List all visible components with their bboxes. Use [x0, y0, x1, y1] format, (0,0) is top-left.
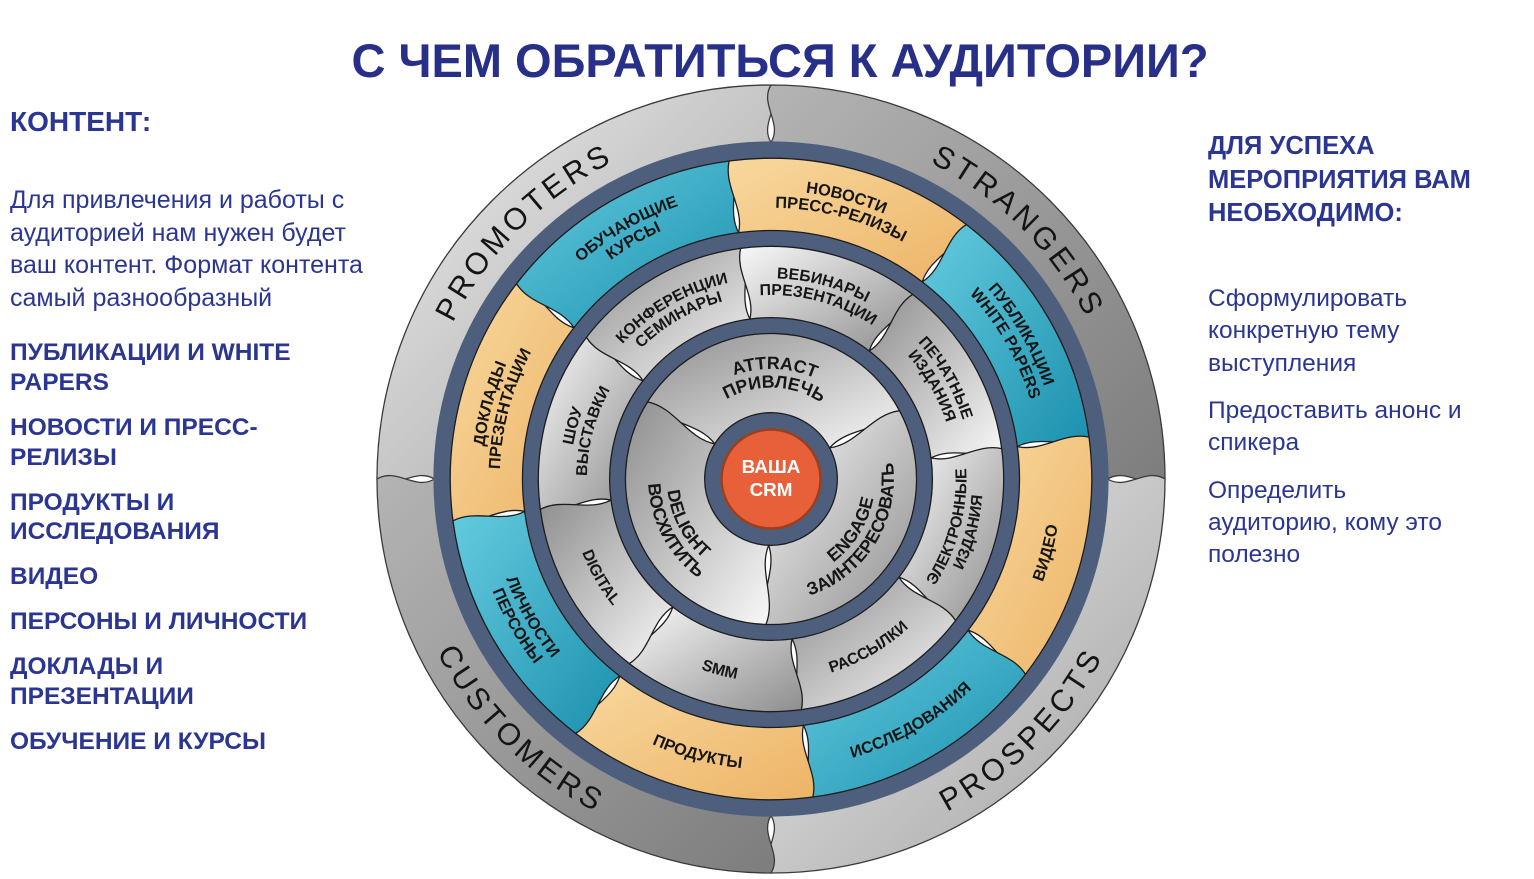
segment-engage — [762, 409, 918, 626]
segment-delight — [624, 401, 770, 626]
segment-smm — [628, 605, 804, 713]
content-type-item: ДОКЛАДЫ И ПРЕЗЕНТАЦИИ — [10, 653, 194, 710]
crm-center-disc — [720, 428, 822, 530]
segment-electronic-editions — [897, 446, 1005, 622]
content-type-item: НОВОСТИ И ПРЕСС-РЕЛИЗЫ — [10, 413, 258, 471]
success-requirement-item: Предоставить анонс и спикера — [1208, 396, 1462, 457]
content-type-item: ПУБЛИКАЦИИ И WHITE PAPERS — [10, 339, 291, 396]
success-heading: ДЛЯ УСПЕХА МЕРОПРИЯТИЯ ВАМ НЕОБХОДИМО: — [1208, 132, 1471, 228]
segment-personalities-personas — [452, 510, 621, 735]
ring-divider — [703, 411, 839, 547]
page-title: С ЧЕМ ОБРАТИТЬСЯ К АУДИТОРИИ? — [351, 34, 1209, 88]
content-type-item: ПРОДУКТЫ И ИССЛЕДОВАНИЯ — [10, 488, 220, 546]
success-requirement-item: Сформулировать конкретную тему выступлен… — [1208, 284, 1407, 377]
ring-divider — [608, 316, 934, 642]
segment-attract — [646, 332, 901, 449]
content-heading: КОНТЕНТ: — [10, 106, 152, 137]
segment-digital — [539, 499, 674, 665]
success-requirement-item: Определить аудиторию, кому это полезно — [1208, 476, 1442, 569]
content-intro: Для привлечения и работы с аудиторией на… — [10, 186, 363, 312]
segment-conferences-seminars — [585, 247, 751, 382]
segment-webinars-presentations — [738, 245, 914, 353]
ring-divider — [433, 141, 1109, 817]
success-panel: ДЛЯ УСПЕХА МЕРОПРИЯТИЯ ВАМ НЕОБХОДИМО: С… — [1208, 130, 1532, 587]
content-type-item: ВИДЕО — [10, 563, 99, 591]
segment-print-editions — [868, 293, 1003, 459]
content-type-item: ОБУЧЕНИЕ И КУРСЫ — [10, 727, 266, 755]
content-panel: КОНТЕНТ: Для привлечения и работы с ауди… — [10, 106, 382, 772]
ring-divider — [521, 229, 1021, 729]
segment-mailings — [791, 576, 957, 711]
content-type-item: ПЕРСОНЫ И ЛИЧНОСТИ — [10, 608, 308, 636]
